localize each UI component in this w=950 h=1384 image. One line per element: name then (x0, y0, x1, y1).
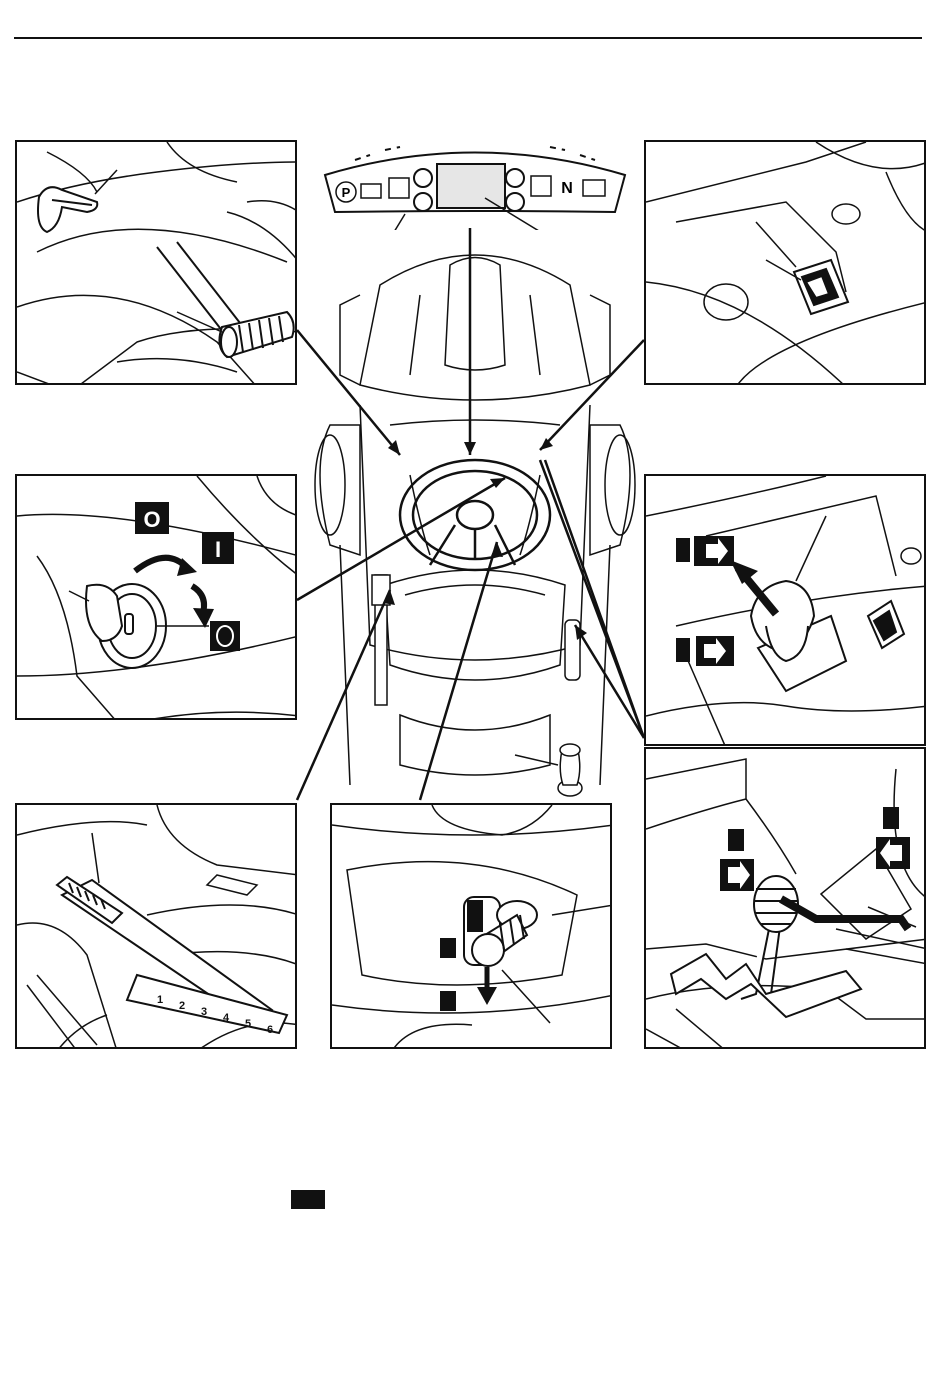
indicator-lamp-left-top (414, 169, 432, 187)
indicator-lamp-right-top (506, 169, 524, 187)
choke-knob-overview (558, 744, 582, 796)
reverse-label (883, 807, 899, 829)
headlight-switch-illustration (646, 142, 926, 385)
panel-cutting-height: 1 2 3 4 5 6 (15, 803, 297, 1049)
panel-gear-lever (644, 747, 926, 1049)
indicator-lamp-left-bottom (414, 193, 432, 211)
svg-text:4: 4 (223, 1012, 230, 1024)
panel-parking-brake (15, 140, 297, 385)
gear-lever (671, 876, 861, 1017)
indicator-lamp-right-bottom (506, 193, 524, 211)
steering-wheel (400, 460, 550, 570)
gear-lever-illustration (646, 749, 926, 1049)
cutting-height-icon (389, 178, 409, 198)
parking-symbol: P (342, 185, 351, 200)
mower-overview-illustration (300, 225, 650, 805)
pto-engaged-label (440, 938, 456, 958)
panel-ignition: O I (15, 474, 297, 720)
hour-meter-display (437, 164, 505, 208)
ignition-illustration: O I (17, 476, 297, 720)
choke-illustration (646, 476, 926, 746)
choke-engaged-label (676, 538, 690, 562)
cutting-height-lever-overview (372, 575, 390, 705)
svg-text:5: 5 (245, 1018, 251, 1030)
choke-released-label (676, 638, 690, 662)
dashboard-panel: P N (315, 140, 635, 230)
svg-text:3: 3 (201, 1006, 207, 1018)
cutting-height-lever (57, 877, 287, 1033)
parking-brake-illustration (17, 142, 297, 385)
battery-icon (583, 180, 605, 196)
fuel-icon (361, 184, 381, 198)
pto-released-label (440, 991, 456, 1011)
neutral-symbol: N (561, 180, 573, 197)
pto-illustration (332, 805, 612, 1049)
svg-text:6: 6 (267, 1024, 273, 1036)
forward-label (728, 829, 744, 851)
panel-choke (644, 474, 926, 746)
gear-lever-overview (565, 620, 580, 680)
parking-brake-knob (219, 312, 293, 357)
header-rule (14, 37, 922, 39)
panel-headlight-switch (644, 140, 926, 385)
seat-icon (531, 176, 551, 196)
cutting-height-illustration: 1 2 3 4 5 6 (17, 805, 297, 1049)
svg-text:1: 1 (157, 994, 163, 1006)
headlight-switch-small (868, 601, 904, 648)
off-symbol: O (143, 507, 160, 532)
on-symbol: I (215, 537, 221, 562)
ignition-switch (86, 584, 166, 668)
warning-symbol (291, 1190, 325, 1209)
svg-text:2: 2 (179, 1000, 185, 1012)
fuel-cap-icon (38, 187, 97, 232)
panel-pto (330, 803, 612, 1049)
